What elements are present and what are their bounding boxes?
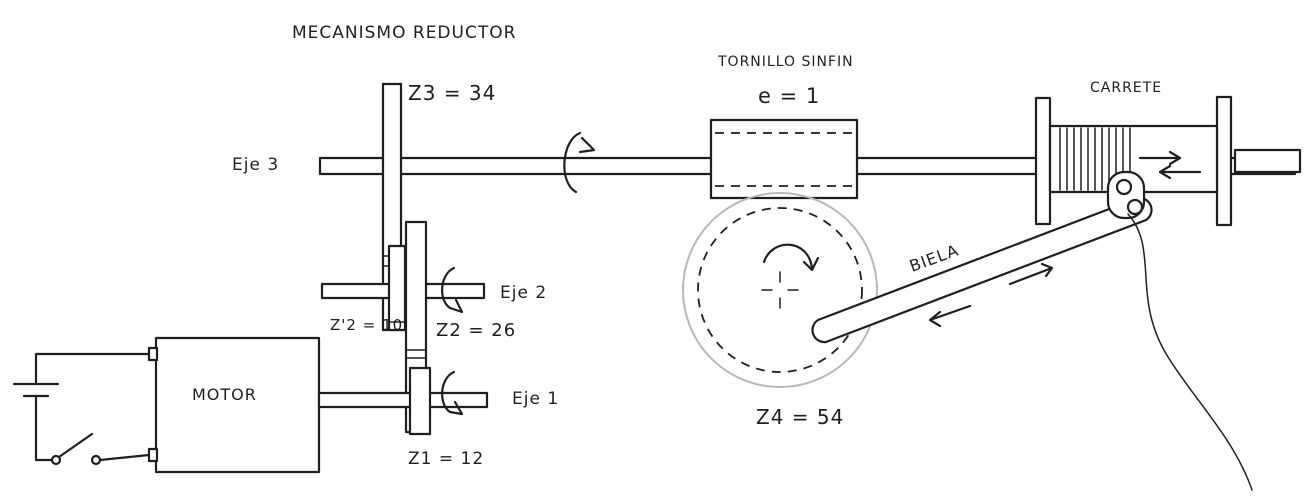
motor-label: MOTOR xyxy=(192,385,257,404)
spool-motion-arrows xyxy=(1138,150,1202,180)
gear-z2-prime-label: Z'2 = 10 xyxy=(330,316,403,334)
connecting-rod xyxy=(811,196,1153,344)
thread xyxy=(1127,213,1253,491)
gear-z3-label: Z3 = 34 xyxy=(408,81,496,105)
switch-contact-right xyxy=(90,454,102,466)
shaft-3-end xyxy=(1233,148,1302,174)
worm-wheel-center-mark xyxy=(761,271,799,309)
rotation-arrow-shaft-3 xyxy=(563,131,596,194)
shaft-3-label: Eje 3 xyxy=(232,155,279,175)
worm-title-label: TORNILLO SINFIN xyxy=(717,54,854,70)
rotation-arrow-wheel xyxy=(762,243,820,272)
spool-flange-left xyxy=(1034,96,1052,226)
switch-lever xyxy=(57,432,94,459)
gear-z4-label: Z4 = 54 xyxy=(756,405,844,429)
spool-winding xyxy=(1059,127,1131,191)
gear-z2-label: Z2 = 26 xyxy=(436,320,516,341)
spool-label: CARRETE xyxy=(1090,80,1162,96)
shaft-1-label: Eje 1 xyxy=(512,389,559,409)
switch-contact-left xyxy=(50,454,62,466)
gear-z1-label: Z1 = 12 xyxy=(408,449,484,469)
shaft-1 xyxy=(317,391,489,409)
spool-flange-right xyxy=(1215,95,1233,227)
rod-motion-arrows xyxy=(928,262,1054,328)
motor-body xyxy=(154,336,321,474)
worm-wheel-pitch-circle xyxy=(697,207,863,373)
electric-circuit xyxy=(12,352,151,466)
rotation-arrow-shaft-2 xyxy=(441,266,464,314)
motor-terminal-top xyxy=(147,346,159,362)
rod-pivot xyxy=(1106,170,1146,220)
motor-terminal-bottom xyxy=(147,447,159,463)
worm-e-label: e = 1 xyxy=(758,84,820,108)
shaft-2-label: Eje 2 xyxy=(500,283,547,303)
title-label: MECANISMO REDUCTOR xyxy=(292,23,516,43)
gear-z1 xyxy=(408,366,432,436)
worm-wheel-z4 xyxy=(682,192,878,388)
rotation-arrow-shaft-1 xyxy=(441,370,464,416)
